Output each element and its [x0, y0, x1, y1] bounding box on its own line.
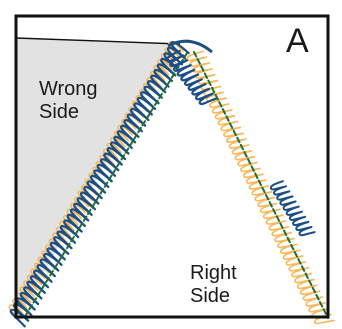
right-seam-line — [193, 51, 329, 319]
wrong-side-label: Wrong Side — [39, 78, 119, 124]
right-needle-loops-lower — [269, 180, 316, 237]
panel-letter: A — [286, 22, 309, 60]
serger-stitch-strands — [8, 39, 335, 328]
right-side-label: Right Side — [190, 262, 270, 308]
apex-thread-bundle — [167, 39, 213, 54]
fabric-edge-line — [15, 37, 181, 45]
wrong-side-line-2: Side — [39, 101, 80, 123]
left-seam-line — [23, 52, 188, 319]
right-looper-loops — [186, 50, 335, 325]
left-looper-loops — [8, 40, 184, 322]
right-side-line-2: Side — [190, 285, 231, 307]
right-side-line-1: Right — [190, 262, 237, 284]
panel-border — [14, 14, 330, 319]
right-needle-loops-top — [165, 49, 218, 106]
wrong-side-line-1: Wrong — [39, 78, 98, 100]
